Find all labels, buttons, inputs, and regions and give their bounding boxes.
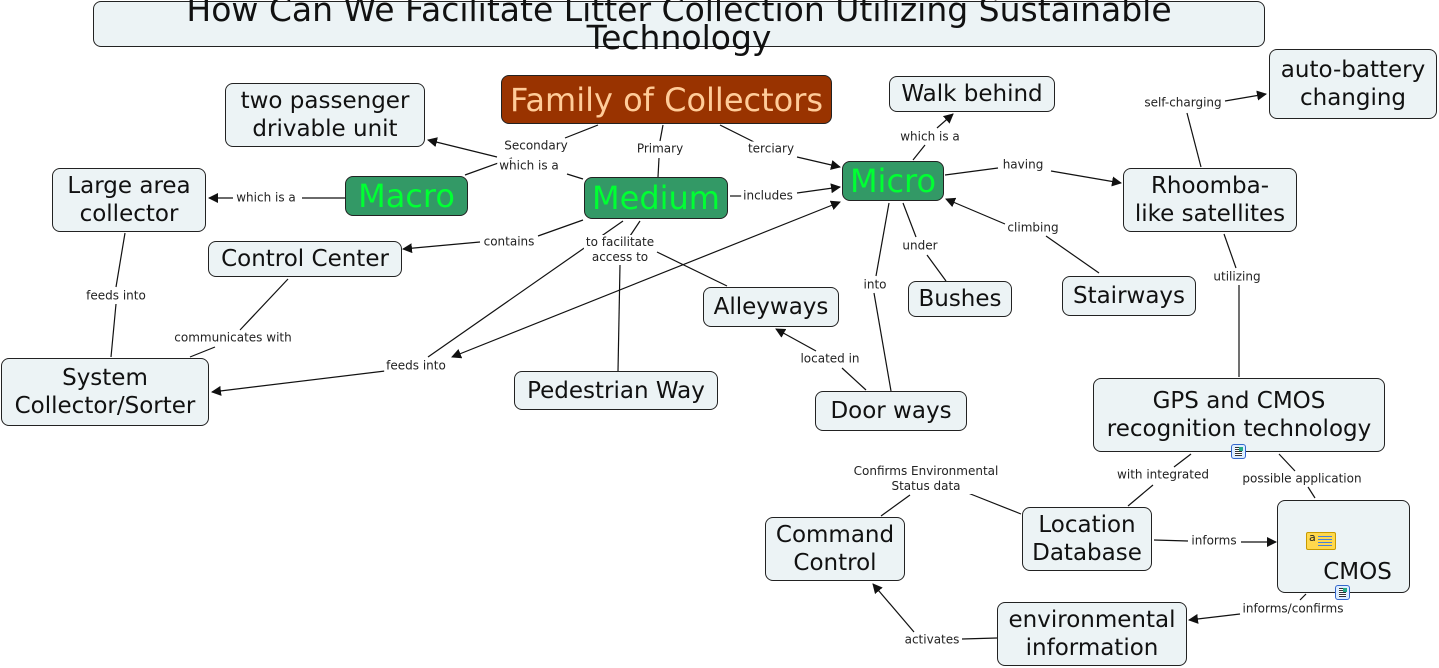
link-label-into: into xyxy=(861,277,889,293)
edge-env-activates xyxy=(961,637,998,640)
edge-under-bushes xyxy=(926,254,947,282)
concept-environmental-information[interactable]: environmental information xyxy=(997,602,1187,666)
concept-bushes[interactable]: Bushes xyxy=(908,281,1012,317)
edge-confirms-command xyxy=(880,494,911,517)
link-label-communicates-with: communicates with xyxy=(172,330,294,346)
concept-control-center[interactable]: Control Center xyxy=(208,241,402,277)
annotation-note-icon[interactable]: a xyxy=(1306,532,1336,550)
edge-micro-having xyxy=(944,167,999,176)
link-label-to-facilitate: to facilitate access to xyxy=(583,235,657,265)
link-label-feeds-into-large: feeds into xyxy=(84,288,148,304)
edge-gps-withintegrated xyxy=(1173,453,1192,468)
edge-micro-feedsinto xyxy=(451,200,841,359)
concept-system-collector-sorter[interactable]: System Collector/Sorter xyxy=(1,358,209,426)
concept-door-ways[interactable]: Door ways xyxy=(815,391,967,431)
link-label-possible-application: possible application xyxy=(1240,471,1364,487)
link-label-which-is-a-walk: which is a xyxy=(898,129,962,145)
link-label-primary: Primary xyxy=(634,141,686,157)
map-title: How Can We Facilitate Litter Collection … xyxy=(93,0,1265,54)
edge-feedsinto-system xyxy=(211,370,386,396)
link-label-feeds-into-medium: feeds into xyxy=(384,358,448,374)
link-label-confirms-environmental: Confirms Environmental Status data xyxy=(851,464,1001,494)
edge-gps-possible xyxy=(1278,453,1296,472)
edge-micro-under xyxy=(902,202,917,238)
edge-terciary-micro xyxy=(796,156,841,170)
edge-having-rhoomba xyxy=(1050,170,1122,187)
link-label-secondary: Secondary xyxy=(502,138,570,154)
edge-micro-whichisa xyxy=(912,144,926,161)
link-label-having: having xyxy=(1000,157,1046,173)
link-label-informs: informs xyxy=(1189,533,1239,549)
link-label-informs-confirms: informs/confirms xyxy=(1240,601,1346,617)
edge-large-feedsinto xyxy=(115,232,126,288)
link-label-under: under xyxy=(900,238,940,254)
link-label-contains: contains xyxy=(481,234,537,250)
concept-alleyways[interactable]: Alleyways xyxy=(703,287,839,327)
concept-location-database[interactable]: Location Database xyxy=(1022,507,1152,571)
concept-stairways[interactable]: Stairways xyxy=(1062,276,1196,316)
edge-medium-whichisa xyxy=(566,173,584,180)
edge-includes-micro xyxy=(796,183,841,194)
link-label-located-in: located in xyxy=(798,351,862,367)
edge-withintegrated-location xyxy=(1127,484,1154,507)
edge-selfcharging-autobattery xyxy=(1224,90,1267,102)
edge-possible-cmos xyxy=(1307,486,1316,499)
concept-micro[interactable]: Micro xyxy=(842,161,944,201)
edge-location-confirms xyxy=(967,492,1022,515)
edge-contains-control xyxy=(402,241,481,254)
edge-communicates-system xyxy=(189,346,216,358)
edge-control-communicates xyxy=(239,278,289,331)
edge-secondary-twopassenger xyxy=(427,137,498,158)
edge-rhoomba-utilizing xyxy=(1223,233,1237,269)
link-label-climbing: climbing xyxy=(1005,220,1061,236)
concept-two-passenger-drivable-unit[interactable]: two passenger drivable unit xyxy=(225,83,425,147)
link-label-includes: includes xyxy=(741,188,795,204)
edge-medium-facilitate xyxy=(629,220,641,237)
concept-gps-cmos-recognition[interactable]: GPS and CMOS recognition technology xyxy=(1093,378,1385,452)
concept-pedestrian-way[interactable]: Pedestrian Way xyxy=(514,371,718,410)
concept-family-of-collectors[interactable]: Family of Collectors xyxy=(501,75,832,124)
edge-whichisa-walk xyxy=(936,113,954,129)
edge-facilitate-alleyways xyxy=(656,251,728,287)
cmos-label: CMOS xyxy=(1323,559,1392,585)
edge-locatedin-alleyways xyxy=(775,328,817,352)
edge-family-terciary xyxy=(719,124,755,143)
concept-rhoomba-like-satellites[interactable]: Rhoomba- like satellites xyxy=(1123,168,1297,232)
edge-activates-command xyxy=(872,583,915,633)
edge-primary-medium xyxy=(657,157,660,178)
link-label-terciary: terciary xyxy=(745,141,797,157)
image-resource-icon[interactable] xyxy=(1231,444,1246,459)
concept-macro[interactable]: Macro xyxy=(345,176,468,216)
link-label-with-integrated: with integrated xyxy=(1115,467,1211,483)
edge-climbing-micro xyxy=(945,197,1006,225)
link-label-activates: activates xyxy=(902,632,962,648)
concept-cmos[interactable]: CMOS xyxy=(1277,500,1410,593)
edge-into-doorways xyxy=(873,292,892,392)
concept-medium[interactable]: Medium xyxy=(584,177,728,219)
image-resource-icon[interactable] xyxy=(1335,585,1350,600)
edge-location-informs xyxy=(1153,539,1189,542)
concept-command-control[interactable]: Command Control xyxy=(765,517,905,581)
link-label-utilizing: utilizing xyxy=(1211,269,1263,285)
edge-medium-contains xyxy=(537,219,584,237)
link-label-which-is-a-macro: which is a xyxy=(497,158,561,174)
edge-family-primary xyxy=(659,124,664,142)
concept-auto-battery-changing[interactable]: auto-battery changing xyxy=(1269,49,1437,119)
edge-informsconfirms-env xyxy=(1188,613,1241,624)
edge-stairways-climbing xyxy=(1045,235,1100,274)
concept-large-area-collector[interactable]: Large area collector xyxy=(52,168,206,232)
edge-doorways-locatedin xyxy=(841,367,867,391)
edge-feedsinto-system2 xyxy=(110,303,117,358)
edge-family-secondary xyxy=(564,124,599,139)
link-label-self-charging: self-charging xyxy=(1142,95,1224,111)
edge-facilitate-pedestrian xyxy=(617,264,621,372)
link-label-which-is-a-large: which is a xyxy=(234,190,298,206)
concept-walk-behind[interactable]: Walk behind xyxy=(889,76,1055,112)
edge-micro-into xyxy=(875,202,890,277)
edge-rhoomba-selfcharging xyxy=(1186,112,1202,168)
edge-cmos-informsconfirms xyxy=(1299,593,1307,601)
